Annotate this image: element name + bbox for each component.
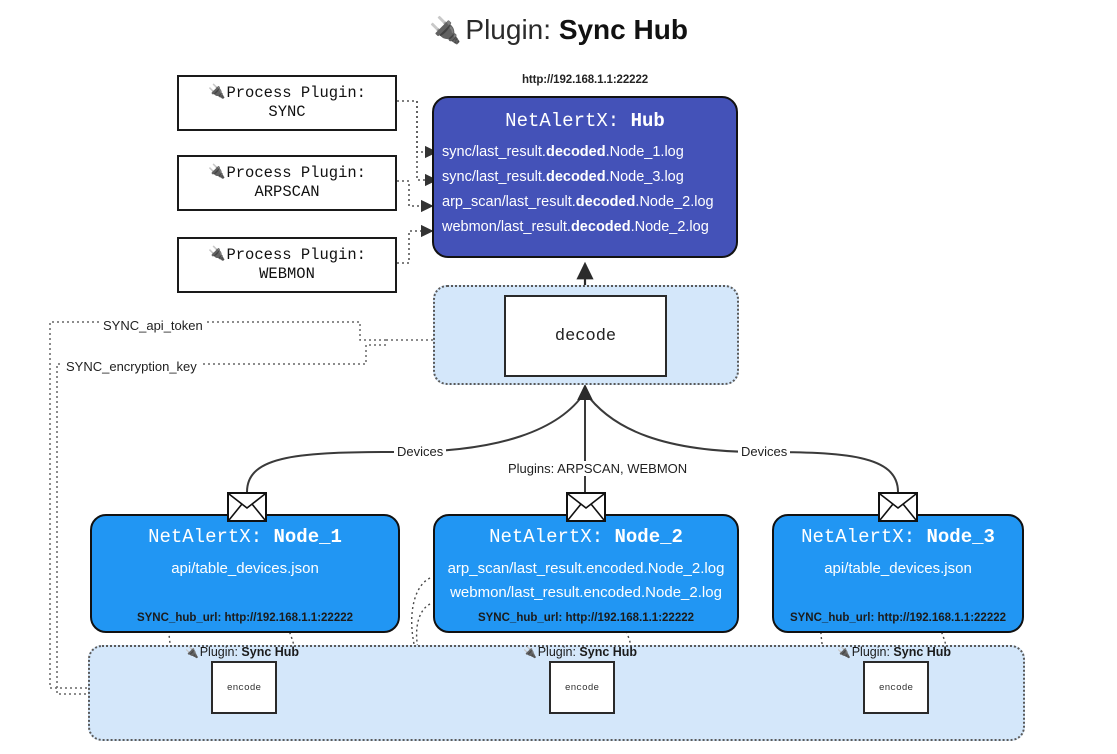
process-plugin-label: Process Plugin: <box>226 245 366 264</box>
hub-log-list: sync/last_result.decoded.Node_1.log sync… <box>434 140 736 240</box>
encode-box-3[interactable]: encode <box>863 661 929 714</box>
node-line: api/table_devices.json <box>824 560 972 577</box>
edge-label-devices-left: Devices <box>394 444 447 459</box>
edge-label-devices-right: Devices <box>738 444 791 459</box>
plug-icon: 🔌 <box>523 647 537 659</box>
hub-url-label: http://192.168.1.1:22222 <box>521 74 649 86</box>
edge-label-plugins: Plugins: ARPSCAN, WEBMON <box>505 461 691 476</box>
process-plugin-label: Process Plugin: <box>226 83 366 102</box>
process-plugin-name: WEBMON <box>259 265 315 283</box>
node-title: NetAlertX: Node_3 <box>801 526 995 548</box>
page-title-name: Sync Hub <box>558 14 688 45</box>
node-line-list: arp_scan/last_result.encoded.Node_2.log … <box>435 557 737 605</box>
page-title-prefix: Plugin: <box>465 14 559 45</box>
plug-icon: 🔌 <box>185 647 199 659</box>
node-hub-url: SYNC_hub_url: http://192.168.1.1:22222 <box>789 612 1007 624</box>
envelope-icon <box>227 492 267 522</box>
page-title: 🔌Plugin: Sync Hub <box>0 14 1117 46</box>
node-line: arp_scan/last_result.encoded.Node_2.log <box>447 560 725 577</box>
node-line: api/table_devices.json <box>171 560 319 577</box>
encode-box-1[interactable]: encode <box>211 661 277 714</box>
envelope-icon <box>878 492 918 522</box>
node-3[interactable]: NetAlertX: Node_3 api/table_devices.json… <box>772 514 1024 633</box>
encoder-plugin-label-2: 🔌Plugin: Sync Hub <box>523 645 638 659</box>
plug-icon: 🔌 <box>208 84 226 101</box>
envelope-icon <box>566 492 606 522</box>
plug-icon: 🔌 <box>429 15 462 45</box>
sync-encryption-key-label: SYNC_encryption_key <box>63 359 200 374</box>
sync-api-token-label: SYNC_api_token <box>100 318 206 333</box>
plug-icon: 🔌 <box>208 164 226 181</box>
hub-title-name: Hub <box>630 110 665 132</box>
process-plugin-webmon[interactable]: 🔌Process Plugin: WEBMON <box>177 237 397 293</box>
hub-log-item: webmon/last_result.decoded.Node_2.log <box>442 218 709 235</box>
plug-icon: 🔌 <box>837 647 851 659</box>
hub-log-item: arp_scan/last_result.decoded.Node_2.log <box>442 193 714 210</box>
process-plugin-name: ARPSCAN <box>254 183 320 201</box>
node-hub-url: SYNC_hub_url: http://192.168.1.1:22222 <box>477 612 695 624</box>
process-plugin-arpscan[interactable]: 🔌Process Plugin: ARPSCAN <box>177 155 397 211</box>
node-line: webmon/last_result.encoded.Node_2.log <box>450 584 722 601</box>
node-title: NetAlertX: Node_1 <box>148 526 342 548</box>
encode-box-2[interactable]: encode <box>549 661 615 714</box>
node-line-list: api/table_devices.json <box>92 557 398 581</box>
hub-title: NetAlertX: Hub <box>434 110 736 132</box>
hub-title-prefix: NetAlertX: <box>505 110 631 132</box>
process-plugin-label: Process Plugin: <box>226 163 366 182</box>
plug-icon: 🔌 <box>208 246 226 263</box>
hub-log-item: sync/last_result.decoded.Node_3.log <box>442 168 684 185</box>
node-title: NetAlertX: Node_2 <box>489 526 683 548</box>
hub-node[interactable]: NetAlertX: Hub sync/last_result.decoded.… <box>432 96 738 258</box>
encoder-plugin-label-3: 🔌Plugin: Sync Hub <box>837 645 952 659</box>
process-plugin-name: SYNC <box>268 103 306 121</box>
process-plugin-sync[interactable]: 🔌Process Plugin: SYNC <box>177 75 397 131</box>
node-line-list: api/table_devices.json <box>774 557 1022 581</box>
encoder-plugin-label-1: 🔌Plugin: Sync Hub <box>185 645 300 659</box>
node-hub-url: SYNC_hub_url: http://192.168.1.1:22222 <box>136 612 354 624</box>
decode-box[interactable]: decode <box>504 295 667 377</box>
node-1[interactable]: NetAlertX: Node_1 api/table_devices.json… <box>90 514 400 633</box>
node-2[interactable]: NetAlertX: Node_2 arp_scan/last_result.e… <box>433 514 739 633</box>
hub-log-item: sync/last_result.decoded.Node_1.log <box>442 144 684 160</box>
